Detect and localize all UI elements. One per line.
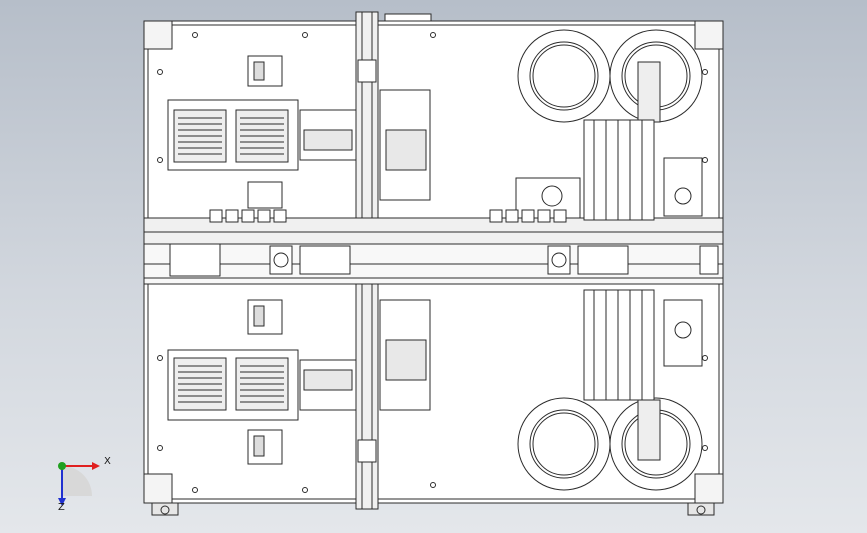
lower-ring-pair xyxy=(517,397,703,491)
right-chutes xyxy=(583,119,655,401)
triad-z-label: Z xyxy=(58,502,65,513)
coordinate-triad: X Z xyxy=(48,452,118,516)
triad-axes-icon xyxy=(58,462,100,506)
left-cylinder-blocks xyxy=(247,55,283,465)
left-upper-tray-module xyxy=(167,99,357,171)
foot-left-bolt xyxy=(160,505,170,515)
rail-chain xyxy=(209,209,567,223)
upper-ring-pair xyxy=(517,29,703,123)
top-handle xyxy=(384,13,432,22)
foot-left xyxy=(151,502,179,516)
mounting-bolts xyxy=(157,32,708,493)
rail-stations xyxy=(169,243,719,277)
right-lower-block xyxy=(663,299,703,367)
left-lower-tray-module xyxy=(167,349,357,421)
triad-x-label: X xyxy=(104,456,111,467)
right-upper-block xyxy=(663,157,703,217)
foot-right-bolt xyxy=(696,505,706,515)
foot-right xyxy=(687,502,715,516)
